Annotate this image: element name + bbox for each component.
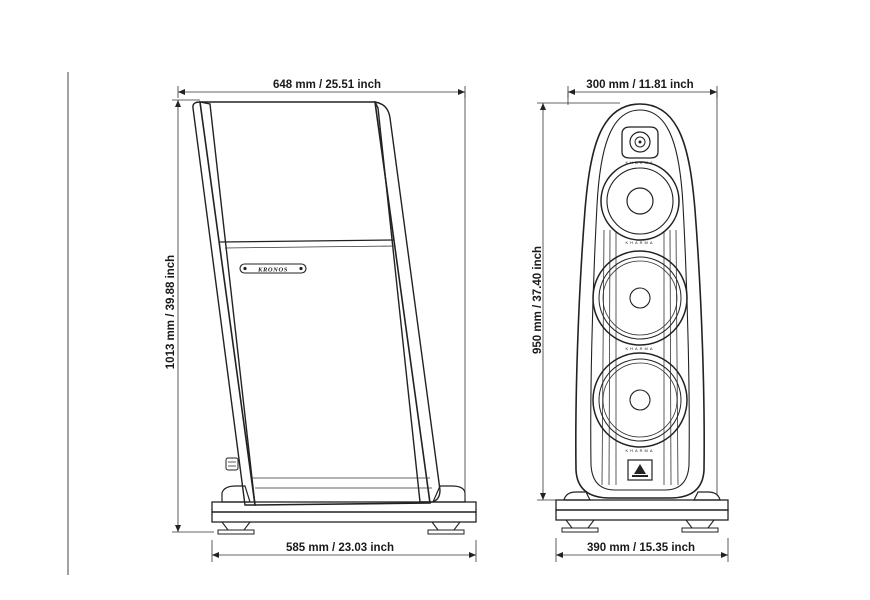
front-fins — [601, 229, 679, 486]
side-panel-split — [219, 239, 395, 243]
side-badge: KRONOS — [239, 263, 307, 274]
woofer-upper-ring-text: KHARMA — [625, 346, 654, 351]
side-back-edge — [192, 101, 256, 506]
midrange-ring-text: KHARMA — [625, 240, 654, 245]
tweeter: KHARMA — [621, 126, 659, 165]
side-base — [211, 485, 477, 535]
side-top-dimension: 648 mm / 25.51 inch — [177, 79, 466, 98]
side-top-width-label: 648 mm / 25.51 inch — [273, 79, 381, 91]
front-top-width-label: 300 mm / 11.81 inch — [586, 79, 693, 91]
front-top-dimension: 300 mm / 11.81 inch — [567, 79, 718, 98]
woofer-lower: KHARMA — [592, 352, 688, 453]
side-front-edge — [373, 101, 441, 503]
side-terminal-knob — [225, 457, 239, 471]
side-height-label: 1013 mm / 39.88 inch — [165, 255, 177, 369]
side-bottom-width-label: 585 mm / 23.03 inch — [286, 542, 394, 554]
front-base — [555, 491, 729, 533]
front-inner-shell — [590, 109, 690, 491]
side-cabinet-body — [199, 101, 431, 506]
side-badge-text: KRONOS — [257, 267, 288, 274]
front-shell — [575, 103, 705, 499]
midrange-driver: KHARMA — [600, 161, 680, 245]
front-bottom-width-label: 390 mm / 15.35 inch — [587, 542, 695, 554]
front-logo — [627, 459, 653, 481]
woofer-lower-ring-text: KHARMA — [625, 448, 654, 453]
side-height-dimension: 1013 mm / 39.88 inch — [165, 99, 214, 533]
front-height-label: 950 mm / 37.40 inch — [532, 246, 544, 354]
front-view: 300 mm / 11.81 inch 950 mm / 37.40 inch — [532, 79, 729, 562]
side-view: 648 mm / 25.51 inch 1013 mm / 39.88 inch — [165, 79, 477, 562]
front-height-dimension: 950 mm / 37.40 inch — [532, 102, 620, 501]
front-bottom-dimension: 390 mm / 15.35 inch — [555, 538, 729, 562]
side-bottom-dimension: 585 mm / 23.03 inch — [211, 540, 477, 562]
woofer-upper: KHARMA — [592, 250, 688, 351]
